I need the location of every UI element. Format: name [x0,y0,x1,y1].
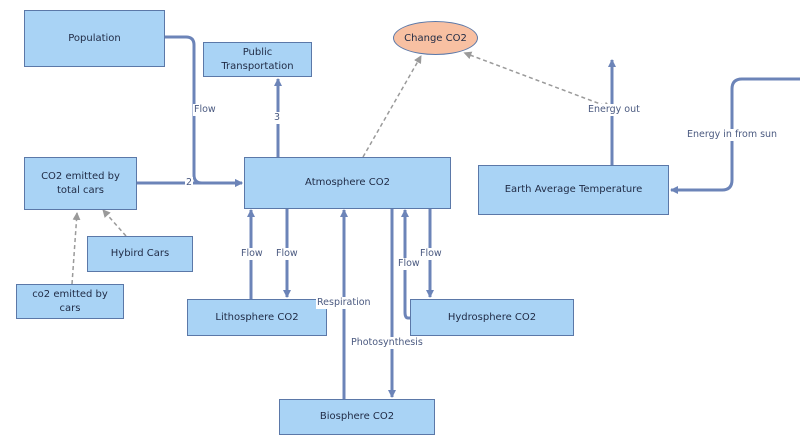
label-flow-hydro-down: Flow [419,248,443,260]
node-population-label: Population [68,32,121,44]
node-population[interactable]: Population [24,10,165,67]
label-flow-litho-down: Flow [275,248,299,260]
label-flow-litho-up: Flow [240,248,264,260]
node-public-transportation-label: Public Transportation [221,47,294,72]
node-co2-total-cars[interactable]: CO2 emitted by total cars [24,157,137,210]
label-energy-out: Energy out [587,104,641,116]
label-three: 3 [273,112,282,124]
label-photosynthesis: Photosynthesis [350,337,424,349]
node-hydrosphere[interactable]: Hydrosphere CO2 [410,299,574,336]
node-lithosphere-label: Lithosphere CO2 [215,311,299,323]
node-lithosphere[interactable]: Lithosphere CO2 [187,299,327,336]
label-respiration: Respiration [316,297,372,309]
node-public-transportation[interactable]: Public Transportation [203,42,312,77]
dashed-atmosphere-to-change [362,55,422,158]
node-co2-cars[interactable]: co2 emitted by cars [16,284,124,319]
dashed-hybrid-to-total [102,209,127,237]
node-change-co2-label: Change CO2 [404,32,467,44]
label-energy-in: Energy in from sun [686,129,779,141]
label-flow-population: Flow [193,104,217,116]
dashed-change-to-energy-out [463,51,612,110]
node-co2-total-cars-label: CO2 emitted by total cars [41,171,120,196]
node-hybrid-cars-label: Hybird Cars [110,248,170,260]
node-biosphere-label: Biosphere CO2 [319,411,395,423]
label-flow-hydro-up: Flow [397,258,421,270]
node-atmosphere[interactable]: Atmosphere CO2 [244,157,451,209]
node-change-co2[interactable]: Change CO2 [393,21,478,55]
node-atmosphere-label: Atmosphere CO2 [305,177,390,189]
node-hydrosphere-label: Hydrosphere CO2 [447,311,537,323]
arrow-hydrosphere-to-atmosphere [401,209,411,320]
label-two: 2 [185,177,194,189]
node-biosphere[interactable]: Biosphere CO2 [279,399,435,435]
node-co2-cars-label: co2 emitted by cars [32,289,108,314]
node-earth-temperature-label: Earth Average Temperature [504,184,643,196]
dashed-cars-to-total [71,212,81,285]
node-earth-temperature[interactable]: Earth Average Temperature [478,165,669,215]
node-hybrid-cars[interactable]: Hybird Cars [87,236,193,272]
